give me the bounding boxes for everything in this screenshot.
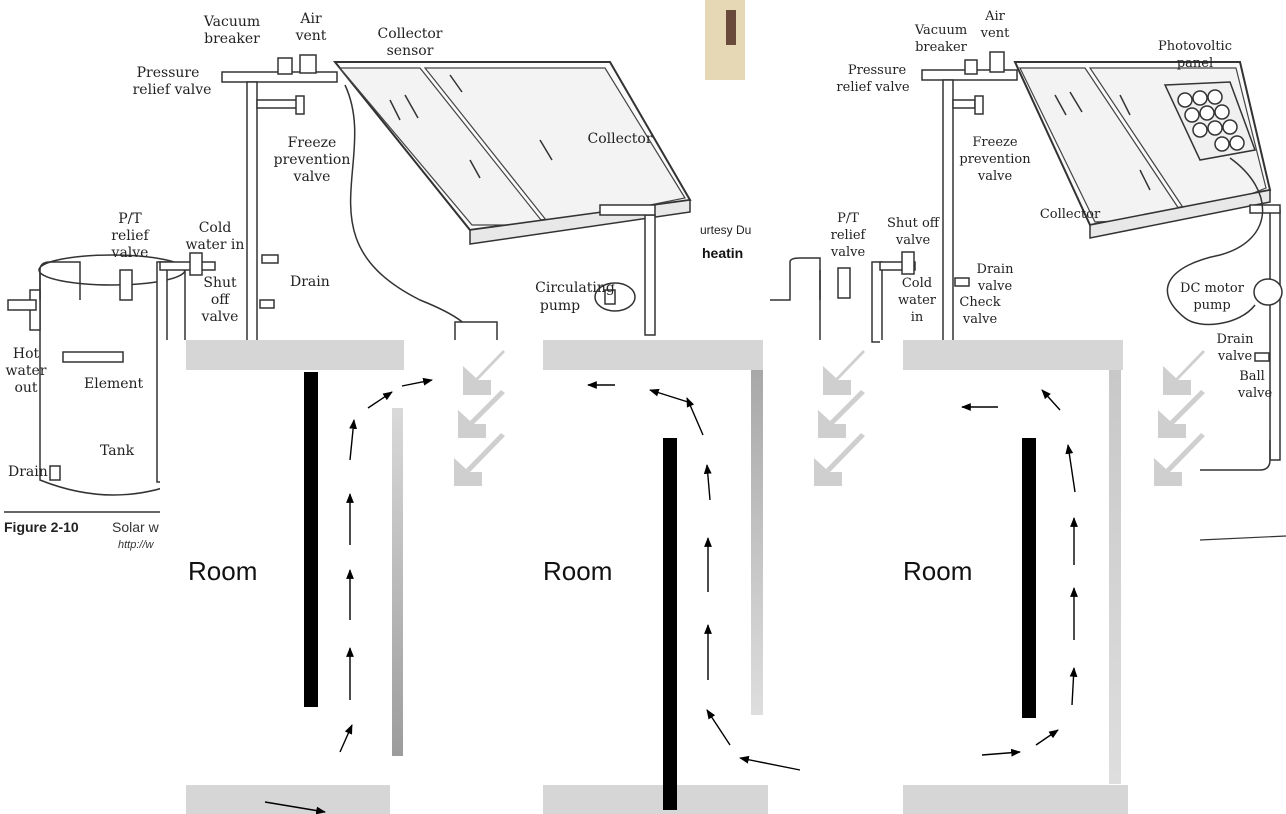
r-label-cold-water-l2: water xyxy=(898,293,937,308)
label-tank: Tank xyxy=(100,443,135,459)
r-label-collector: Collector xyxy=(1040,207,1101,222)
r-label-cold-water-l1: Cold xyxy=(902,276,932,291)
r-label-pt-relief-l2: relief xyxy=(831,228,867,243)
panel-1-room-label: Room xyxy=(188,556,257,586)
middle-fragment: urtesy Du heatin xyxy=(700,0,751,261)
label-pt-relief-l2: relief xyxy=(111,228,150,244)
right-caption-rule xyxy=(1200,536,1286,540)
r-label-air-vent-l2: vent xyxy=(980,26,1010,41)
left-collector-panels xyxy=(335,62,690,244)
panel-3-floor-slab xyxy=(903,785,1128,814)
left-figure-caption: Figure 2-10 Solar w http://w xyxy=(4,512,185,551)
photo-detail xyxy=(726,10,736,45)
label-vacuum-breaker-l1: Vacuum xyxy=(203,14,260,30)
room-panel-2: Room xyxy=(520,340,865,814)
panel-1-absorber-wall xyxy=(304,372,318,707)
panel-3-absorber-wall xyxy=(1022,438,1036,718)
label-pressure-relief-l1: Pressure xyxy=(137,65,200,81)
label-drain-pipe: Drain xyxy=(290,274,330,290)
label-air-vent-l1: Air xyxy=(299,11,322,27)
label-pt-relief-l3: valve xyxy=(111,245,149,261)
label-collector-sensor-l1: Collector xyxy=(378,26,443,42)
panel-2-room-label: Room xyxy=(543,556,612,586)
label-collector: Collector xyxy=(588,131,653,147)
panel-1-floor-slab xyxy=(186,785,390,814)
r-label-drain-valve-l1: Drain xyxy=(977,262,1015,277)
label-hot-water-l2: water xyxy=(6,363,47,379)
r-label-cold-water-l3: in xyxy=(911,310,924,325)
label-hot-water-l1: Hot xyxy=(13,346,40,362)
label-freeze-prevention-l2: prevention xyxy=(274,152,351,168)
r-label-shut-off-l2: valve xyxy=(895,233,931,248)
r-label-pressure-relief-l2: relief valve xyxy=(836,80,909,95)
r-label-drain-valve2-l2: valve xyxy=(1217,349,1253,364)
label-hot-water-l3: out xyxy=(14,380,37,396)
r-label-dc-pump-l2: pump xyxy=(1193,298,1230,313)
label-shut-off-l1: Shut xyxy=(203,275,237,291)
courtesy-text: urtesy Du xyxy=(700,223,751,237)
label-collector-sensor-l2: sensor xyxy=(387,43,434,59)
r-label-pt-relief-l1: P/T xyxy=(837,211,859,226)
product-photo-thumbnail xyxy=(705,0,745,80)
label-drain-tank: Drain xyxy=(8,464,48,480)
r-label-ball-valve-l2: valve xyxy=(1237,386,1273,401)
label-freeze-prevention-l3: valve xyxy=(293,169,331,185)
label-air-vent-l2: vent xyxy=(295,28,327,44)
panel-2-floor-slab xyxy=(543,785,768,814)
r-label-pt-relief-l3: valve xyxy=(830,245,866,260)
panel-3-ceiling-slab xyxy=(903,340,1123,370)
r-label-freeze-l2: prevention xyxy=(959,152,1031,167)
r-label-shut-off-l1: Shut off xyxy=(887,216,941,231)
room-panel-1: Room xyxy=(160,340,505,814)
r-label-dc-pump-l1: DC motor xyxy=(1180,281,1245,296)
label-shut-off-l3: valve xyxy=(201,309,239,325)
label-circulating-pump-l1: Circulating xyxy=(535,280,615,296)
room-panel-3: Room xyxy=(880,340,1205,814)
label-cold-water-l2: water in xyxy=(186,237,245,253)
panel-1-ceiling-slab xyxy=(186,340,404,370)
r-label-air-vent-l1: Air xyxy=(984,9,1006,24)
label-pt-relief-l1: P/T xyxy=(118,211,142,227)
panel-2-ceiling-slab xyxy=(543,340,763,370)
label-cold-water-l1: Cold xyxy=(199,220,232,236)
label-element: Element xyxy=(84,376,144,392)
label-vacuum-breaker-l2: breaker xyxy=(204,31,260,47)
panel-2-glazing xyxy=(751,370,763,715)
label-freeze-prevention-l1: Freeze xyxy=(288,135,337,151)
panel-1-glazing xyxy=(392,408,403,756)
panel-2-absorber-wall xyxy=(663,438,677,810)
room-panels: Room Room xyxy=(160,340,1205,814)
panel-3-glazing xyxy=(1109,370,1121,784)
panel-3-sun-arrows xyxy=(1154,350,1205,486)
figure-caption-text: Solar w xyxy=(112,519,160,535)
r-label-check-valve-l1: Check xyxy=(959,295,1000,310)
r-label-vacuum-breaker-l2: breaker xyxy=(915,40,968,55)
r-label-freeze-l3: valve xyxy=(977,169,1013,184)
right-tank-fragment xyxy=(770,252,915,342)
r-label-vacuum-breaker-l1: Vacuum xyxy=(914,23,967,38)
figure-caption-url: http://w xyxy=(118,539,155,551)
r-label-pressure-relief-l1: Pressure xyxy=(848,63,907,78)
label-pressure-relief-l2: relief valve xyxy=(133,82,212,98)
r-label-check-valve-l2: valve xyxy=(962,312,998,327)
r-label-freeze-l1: Freeze xyxy=(972,135,1017,150)
r-label-photovoltic-l2: panel xyxy=(1177,56,1213,71)
figure-number: Figure 2-10 xyxy=(4,519,79,535)
heating-text: heatin xyxy=(702,245,743,261)
r-label-drain-valve2-l1: Drain xyxy=(1217,332,1255,347)
r-label-drain-valve-l2: valve xyxy=(977,279,1013,294)
label-circulating-pump-l2: pump xyxy=(540,298,580,314)
panel-3-room-label: Room xyxy=(903,556,972,586)
r-label-ball-valve-l1: Ball xyxy=(1239,369,1265,384)
r-label-photovoltic-l1: Photovoltic xyxy=(1158,39,1232,54)
label-shut-off-l2: off xyxy=(211,292,230,308)
